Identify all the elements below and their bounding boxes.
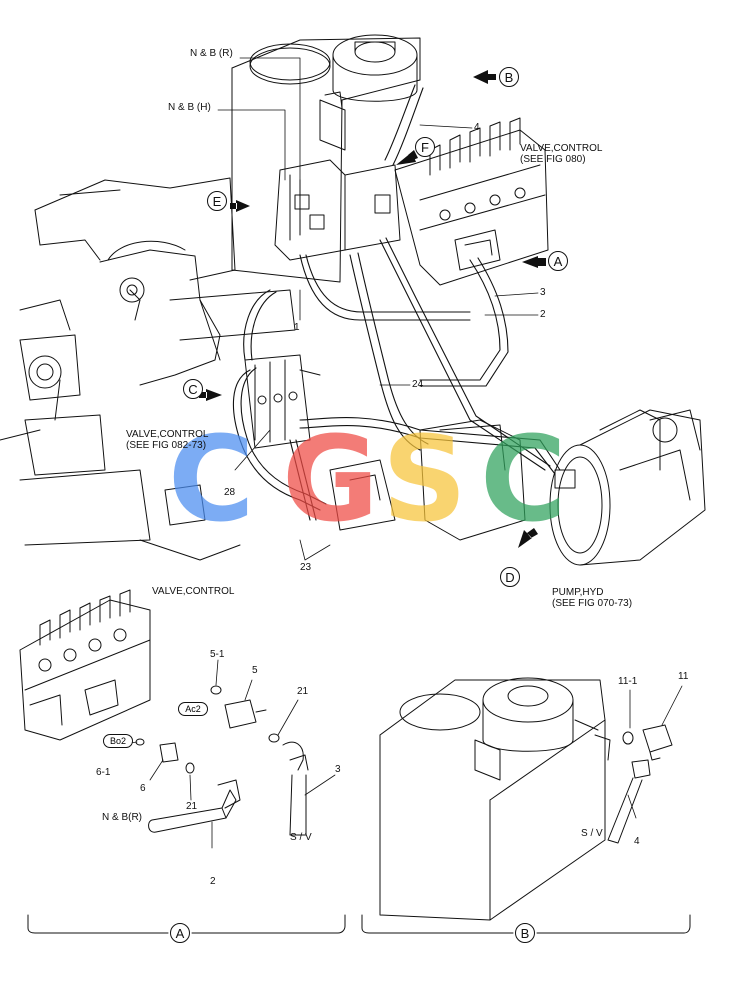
view-marker-d: D [500, 567, 520, 587]
detail-a-leaders [114, 659, 336, 849]
view-marker-f: F [415, 137, 435, 157]
port-bo2: Bo2 [103, 734, 133, 748]
label-valve-control-detail: VALVE,CONTROL [152, 586, 235, 597]
part-number-24: 24 [412, 379, 424, 390]
part-number-6: 6 [140, 783, 146, 794]
part-number-4-b: 4 [634, 836, 640, 847]
part-number-3: 3 [540, 287, 546, 298]
watermark-letter-c2: C [480, 410, 567, 548]
label-sv-a: S / V [290, 832, 312, 843]
detail-b-leaders [627, 685, 683, 819]
section-brackets [27, 914, 691, 934]
port-ac2: Ac2 [178, 702, 208, 716]
part-number-11-1: 11-1 [618, 676, 638, 687]
view-marker-b: B [499, 67, 519, 87]
manifold-block [274, 159, 401, 261]
view-marker-a: A [548, 251, 568, 271]
watermark-letter-s: S [382, 410, 467, 548]
part-number-6-1: 6-1 [96, 767, 111, 778]
label-valve-control-top: VALVE,CONTROL (SEE FIG 080) [520, 143, 603, 165]
view-arrows [199, 70, 546, 548]
part-number-28: 28 [224, 487, 236, 498]
section-marker-a: A [170, 923, 190, 943]
part-number-11: 11 [678, 671, 689, 682]
view-marker-e: E [207, 191, 227, 211]
part-number-3-a: 3 [335, 764, 341, 775]
part-number-1: 1 [294, 322, 300, 333]
part-number-21-b: 21 [186, 801, 198, 812]
part-number-4: 4 [474, 122, 480, 133]
part-number-23: 23 [300, 562, 312, 573]
detail-b-tank [379, 677, 611, 921]
label-nb-r-detail: N & B(R) [102, 812, 142, 823]
watermark-letter-g: G [282, 410, 379, 548]
label-nb-r: N & B (R) [190, 48, 233, 59]
hydraulic-pump [549, 409, 706, 566]
section-marker-b: B [515, 923, 535, 943]
detail-b-fittings [607, 724, 673, 844]
detail-a-valve [19, 589, 151, 741]
label-nb-h: N & B (H) [168, 102, 211, 113]
engine-block [329, 419, 526, 541]
machine-frame [0, 177, 296, 561]
part-number-2-a: 2 [210, 876, 216, 887]
leader-lines [217, 57, 539, 561]
watermark-letter-c1: C [168, 410, 255, 548]
label-pump-hyd: PUMP,HYD (SEE FIG 070-73) [552, 587, 633, 609]
part-number-5-1: 5-1 [210, 649, 225, 660]
view-marker-c: C [183, 379, 203, 399]
label-sv-b: S / V [581, 828, 603, 839]
label-valve-control-mid: VALVE,CONTROL (SEE FIG 082-73) [126, 429, 209, 451]
detail-a-fittings [135, 685, 309, 836]
control-valve-top [394, 117, 549, 286]
part-number-2: 2 [540, 309, 546, 320]
part-number-21-a: 21 [297, 686, 309, 697]
part-number-5: 5 [252, 665, 258, 676]
hydraulic-tank [231, 34, 421, 283]
control-valve-mid [244, 354, 321, 449]
hoses-main [232, 84, 561, 521]
